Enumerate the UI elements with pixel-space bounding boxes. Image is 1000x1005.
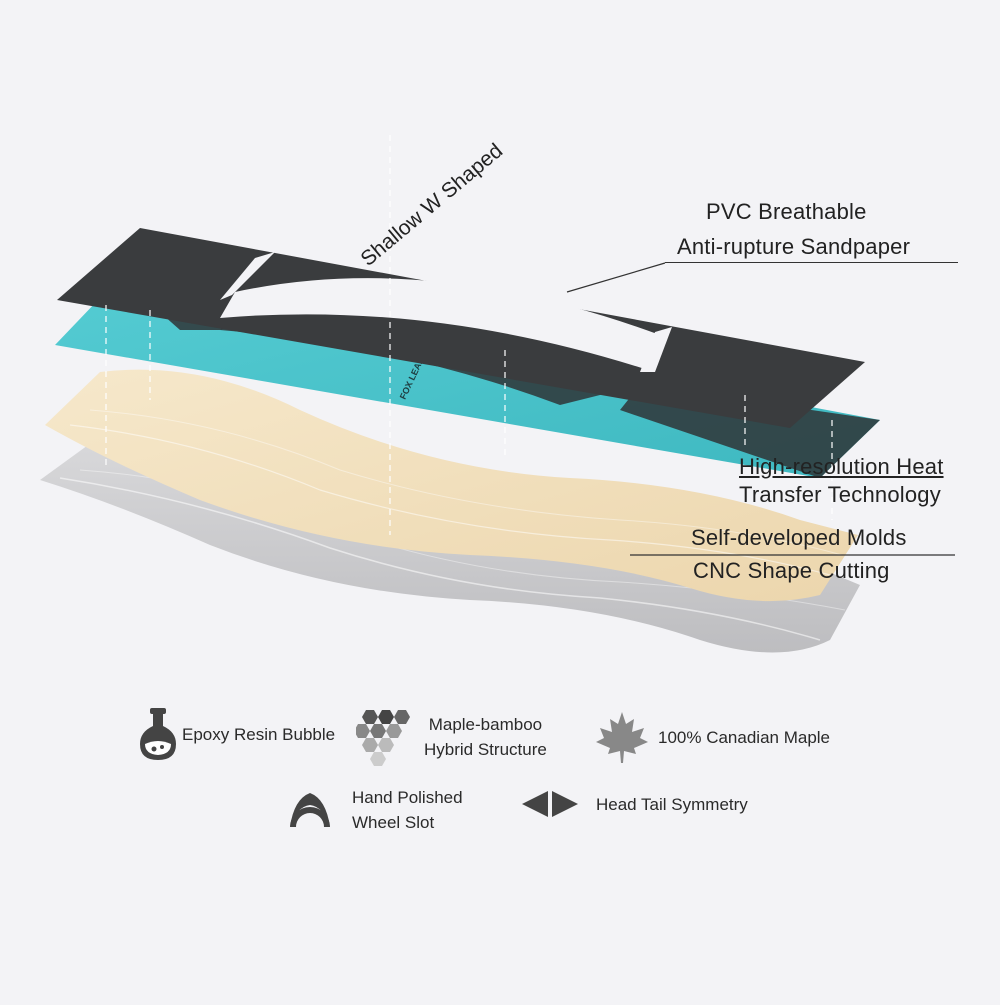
heat-label-line1: High-resolution Heat <box>739 454 944 479</box>
pvc-label-line1: PVC Breathable <box>706 199 867 224</box>
hexagon-cluster-icon <box>356 710 410 766</box>
feature-hybrid-text: Maple-bamboo Hybrid Structure <box>424 712 547 762</box>
double-arrow-icon <box>522 791 578 817</box>
maple-leaf-icon <box>596 712 648 763</box>
feature-maple: 100% Canadian Maple <box>594 710 830 764</box>
pvc-underline <box>665 262 958 263</box>
pvc-leader-line <box>566 262 666 293</box>
wood-core-layer <box>45 369 858 602</box>
crescent-icon <box>290 793 330 827</box>
feature-hybrid-line1: Maple-bamboo <box>428 715 543 734</box>
flask-icon <box>140 708 176 760</box>
feature-maple-label: 100% Canadian Maple <box>658 727 831 747</box>
feature-wheel-slot-line1: Hand Polished <box>352 788 463 807</box>
guide-lines <box>105 135 833 535</box>
feature-epoxy: Epoxy Resin Bubble <box>136 706 335 762</box>
feature-wheel-slot-text: Hand Polished Wheel Slot <box>352 785 463 835</box>
feature-wheel-slot: Hand Polished Wheel Slot <box>288 785 463 835</box>
mold-label-line2: CNC Shape Cutting <box>693 558 890 583</box>
feature-wheel-slot-line2: Wheel Slot <box>352 813 435 832</box>
grip-tape-layer <box>57 228 865 428</box>
feature-symmetry-label: Head Tail Symmetry <box>596 794 748 814</box>
feature-hybrid-line2: Hybrid Structure <box>424 740 547 759</box>
feature-epoxy-label: Epoxy Resin Bubble <box>182 724 336 744</box>
heat-label-line2: Transfer Technology <box>739 482 941 507</box>
shallow-w-label: Shallow W Shaped <box>356 139 507 271</box>
pvc-label-line2: Anti-rupture Sandpaper <box>677 234 911 259</box>
feature-symmetry: Head Tail Symmetry <box>520 789 748 819</box>
mold-label-line1: Self-developed Molds <box>691 525 907 550</box>
shallow-w-label-group: Shallow W Shaped <box>356 139 507 271</box>
feature-hybrid: Maple-bamboo Hybrid Structure <box>356 708 547 766</box>
